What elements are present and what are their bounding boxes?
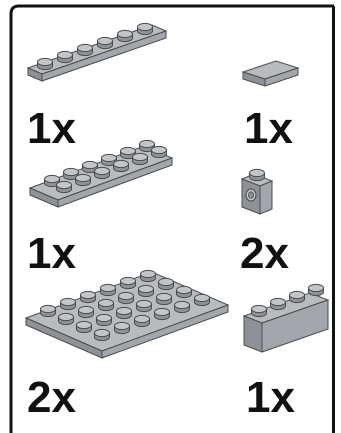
brick-1x1-side-stud-icon (242, 169, 272, 214)
quantity-label: 1x (244, 104, 293, 153)
plate-4x6-icon (26, 270, 228, 358)
brick-1x4-icon (244, 284, 328, 352)
quantity-label: 1x (27, 104, 76, 153)
quantity-label: 1x (246, 373, 295, 422)
quantity-label: 1x (27, 229, 76, 278)
quantity-label: 2x (27, 373, 76, 422)
quantity-label: 2x (240, 229, 289, 278)
panel-border-right (332, 6, 335, 433)
tile-1x2-icon (243, 61, 298, 86)
plate-1x6-icon (28, 23, 166, 81)
